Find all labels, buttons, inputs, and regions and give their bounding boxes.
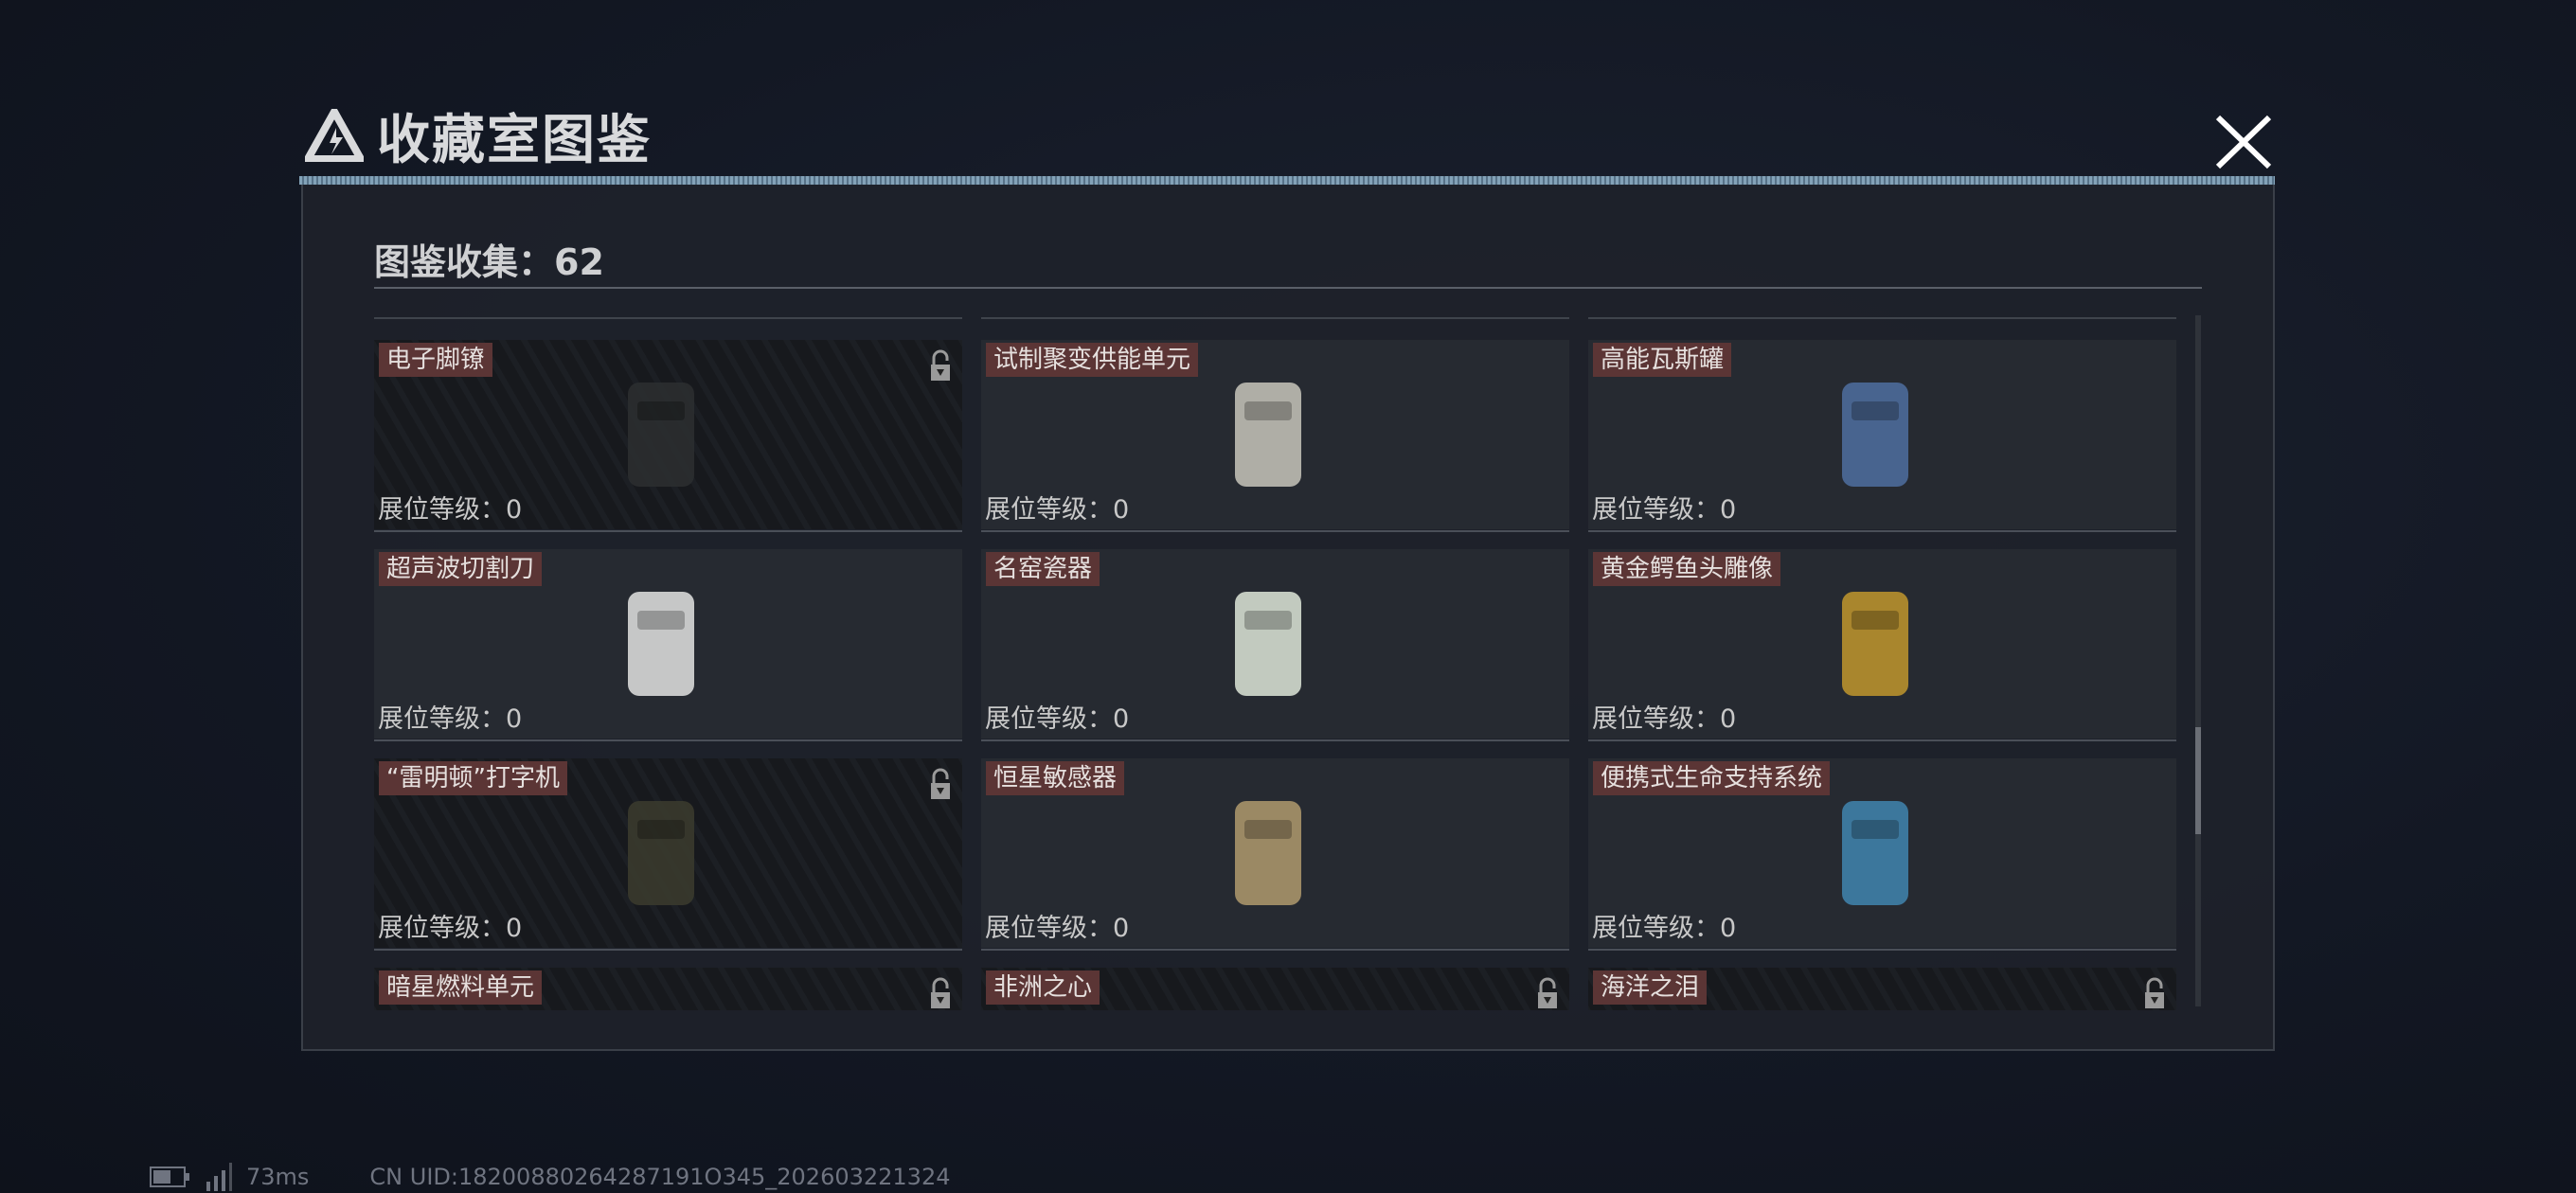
collection-item-card[interactable]: 非洲之心	[981, 968, 1569, 1010]
divider	[374, 287, 2202, 289]
card-underline	[1588, 739, 2176, 741]
collection-item-card[interactable]: 恒星敏感器展位等级：0	[981, 758, 1569, 951]
scrollbar-thumb[interactable]	[2195, 727, 2201, 834]
exhibit-level: 展位等级：0	[1592, 914, 1737, 943]
battery-icon	[150, 1166, 189, 1187]
exhibit-level: 展位等级：0	[1592, 704, 1737, 734]
item-image	[1216, 573, 1320, 715]
item-name-badge: 便携式生命支持系统	[1593, 761, 1831, 795]
item-name-badge: 名窑瓷器	[986, 552, 1100, 586]
card-underline	[981, 530, 1569, 532]
item-image	[1823, 573, 1927, 715]
item-image	[609, 364, 713, 506]
scrollbar[interactable]	[2195, 315, 2201, 1006]
item-image	[1823, 364, 1927, 506]
close-icon[interactable]	[2207, 106, 2281, 178]
item-image	[609, 991, 713, 1010]
uid-text: CN UID:18200880264287191O345_20260322132…	[369, 1164, 951, 1190]
card-underline	[981, 739, 1569, 741]
lock-icon	[2145, 977, 2164, 1008]
item-image	[1216, 364, 1320, 506]
row-divider	[1588, 317, 2176, 319]
item-name-badge: 试制聚变供能单元	[986, 343, 1199, 377]
collection-item-card[interactable]: 电子脚镣展位等级：0	[374, 340, 962, 532]
card-underline	[981, 949, 1569, 951]
collection-item-card[interactable]: 试制聚变供能单元展位等级：0	[981, 340, 1569, 532]
exhibit-level: 展位等级：0	[985, 914, 1130, 943]
collection-item-card[interactable]: 高能瓦斯罐展位等级：0	[1588, 340, 2176, 532]
card-underline	[374, 530, 962, 532]
window-title: 收藏室图鉴	[305, 102, 652, 171]
collection-count: 图鉴收集：62	[374, 241, 604, 283]
item-name-badge: 非洲之心	[986, 970, 1100, 1005]
lock-icon	[931, 768, 950, 799]
item-name-badge: 超声波切割刀	[379, 552, 543, 586]
item-name-badge: 黄金鳄鱼头雕像	[1593, 552, 1781, 586]
status-bar: 73ms CN UID:18200880264287191O345_202603…	[150, 1163, 951, 1191]
card-underline	[1588, 949, 2176, 951]
collection-item-card[interactable]: 暗星燃料单元	[374, 968, 962, 1010]
signal-icon	[206, 1163, 232, 1191]
item-image	[609, 573, 713, 715]
lock-icon	[931, 977, 950, 1008]
item-image	[609, 782, 713, 924]
item-name-badge: “雷明顿”打字机	[379, 761, 567, 795]
exhibit-level: 展位等级：0	[985, 704, 1130, 734]
card-underline	[374, 739, 962, 741]
item-name-badge: 暗星燃料单元	[379, 970, 543, 1005]
item-image	[1216, 782, 1320, 924]
exhibit-level: 展位等级：0	[378, 704, 523, 734]
exhibit-level: 展位等级：0	[378, 914, 523, 943]
card-underline	[374, 949, 962, 951]
exhibit-level: 展位等级：0	[985, 495, 1130, 525]
item-image	[1823, 782, 1927, 924]
item-name-badge: 电子脚镣	[379, 343, 493, 377]
collection-item-card[interactable]: 超声波切割刀展位等级：0	[374, 549, 962, 741]
row-divider	[981, 317, 1569, 319]
collection-item-card[interactable]: 黄金鳄鱼头雕像展位等级：0	[1588, 549, 2176, 741]
row-divider	[374, 317, 962, 319]
triangle-logo-icon	[305, 109, 364, 162]
ping-text: 73ms	[246, 1164, 310, 1190]
header-accent-bar	[299, 176, 2275, 185]
lock-icon	[1538, 977, 1557, 1008]
item-name-badge: 恒星敏感器	[986, 761, 1125, 795]
collection-item-card[interactable]: 海洋之泪	[1588, 968, 2176, 1010]
item-name-badge: 海洋之泪	[1593, 970, 1708, 1005]
exhibit-level: 展位等级：0	[1592, 495, 1737, 525]
card-underline	[1588, 530, 2176, 532]
item-name-badge: 高能瓦斯罐	[1593, 343, 1732, 377]
collection-item-card[interactable]: 便携式生命支持系统展位等级：0	[1588, 758, 2176, 951]
collection-item-card[interactable]: 名窑瓷器展位等级：0	[981, 549, 1569, 741]
exhibit-level: 展位等级：0	[378, 495, 523, 525]
page-title: 收藏室图鉴	[377, 109, 652, 171]
item-image	[1216, 991, 1320, 1010]
collection-item-card[interactable]: “雷明顿”打字机展位等级：0	[374, 758, 962, 951]
item-image	[1823, 991, 1927, 1010]
lock-icon	[931, 349, 950, 381]
